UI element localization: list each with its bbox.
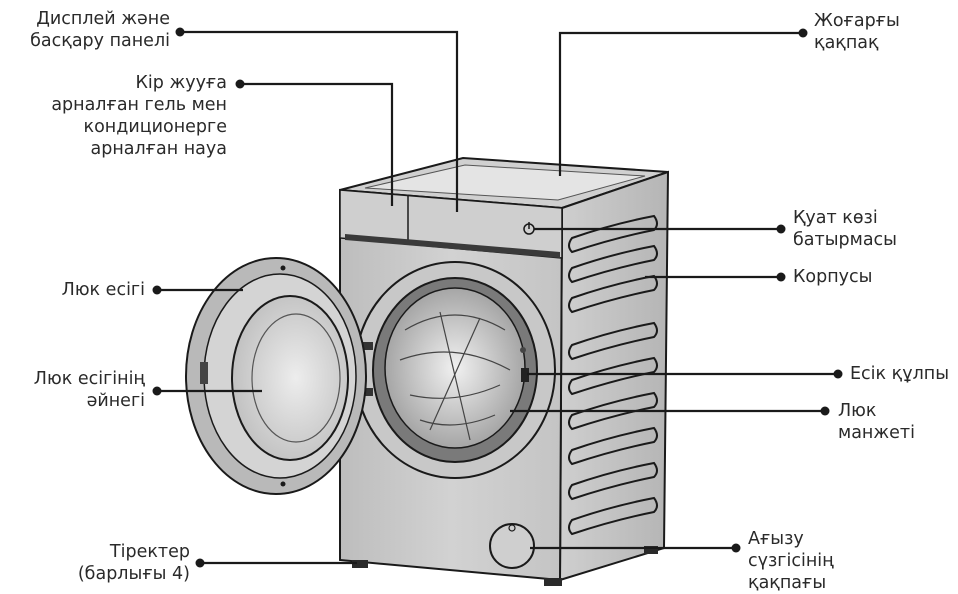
door-shape: [185, 257, 367, 495]
leader-dots: [152, 27, 843, 568]
label-body: Корпусы: [793, 267, 873, 287]
label-power-button: Қуат көзі батырмасы: [793, 208, 898, 250]
label-top-cover: Жоғарғы қақпақ: [814, 11, 900, 53]
side-panel-shape: [558, 170, 670, 582]
label-door: Люк есігі: [61, 280, 145, 300]
drum-shape: [354, 261, 556, 479]
label-door-seal: Люк манжеті: [838, 401, 915, 443]
feet-shape: [352, 546, 658, 586]
label-feet: Тіректер (барлығы 4): [77, 542, 190, 584]
label-display-panel: Дисплей және басқару панелі: [30, 9, 170, 51]
label-drain-filter-cover: Ағызу сүзгісінің қақпағы: [748, 529, 834, 593]
label-door-glass: Люк есігінің әйнегі: [33, 369, 145, 411]
drain-filter-shape: [489, 523, 535, 569]
top-cover-shape: [339, 156, 669, 210]
label-door-lock: Есік құлпы: [850, 364, 950, 384]
label-detergent-drawer: Кір жууға арналған гель мен кондиционерг…: [51, 73, 227, 159]
leader-lines: [157, 30, 838, 565]
